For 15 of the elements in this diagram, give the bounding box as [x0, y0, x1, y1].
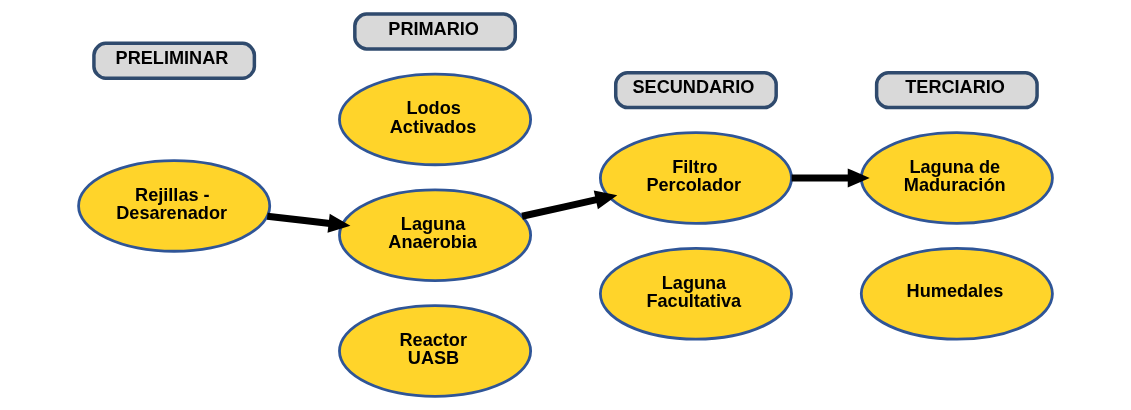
- node-ellipse: Laguna Anaerobia: [338, 188, 532, 282]
- node-ellipse: Rejillas - Desarenador: [77, 159, 272, 253]
- node-ellipse: Filtro Percolador: [599, 131, 793, 225]
- node-box: PRELIMINAR: [92, 41, 257, 80]
- arrow: [791, 168, 870, 188]
- node-box: TERCIARIO: [874, 70, 1039, 110]
- node-ellipse: Humedales: [859, 247, 1054, 341]
- node-ellipse: Reactor UASB: [338, 304, 532, 398]
- arrow: [521, 190, 618, 220]
- node-ellipse: Laguna de Maduración: [859, 131, 1054, 225]
- arrow: [266, 212, 351, 233]
- node-ellipse: Lodos Activados: [338, 72, 532, 167]
- node-ellipse: Laguna Facultativa: [599, 247, 793, 341]
- node-box: SECUNDARIO: [614, 70, 778, 110]
- node-box: PRIMARIO: [353, 12, 517, 51]
